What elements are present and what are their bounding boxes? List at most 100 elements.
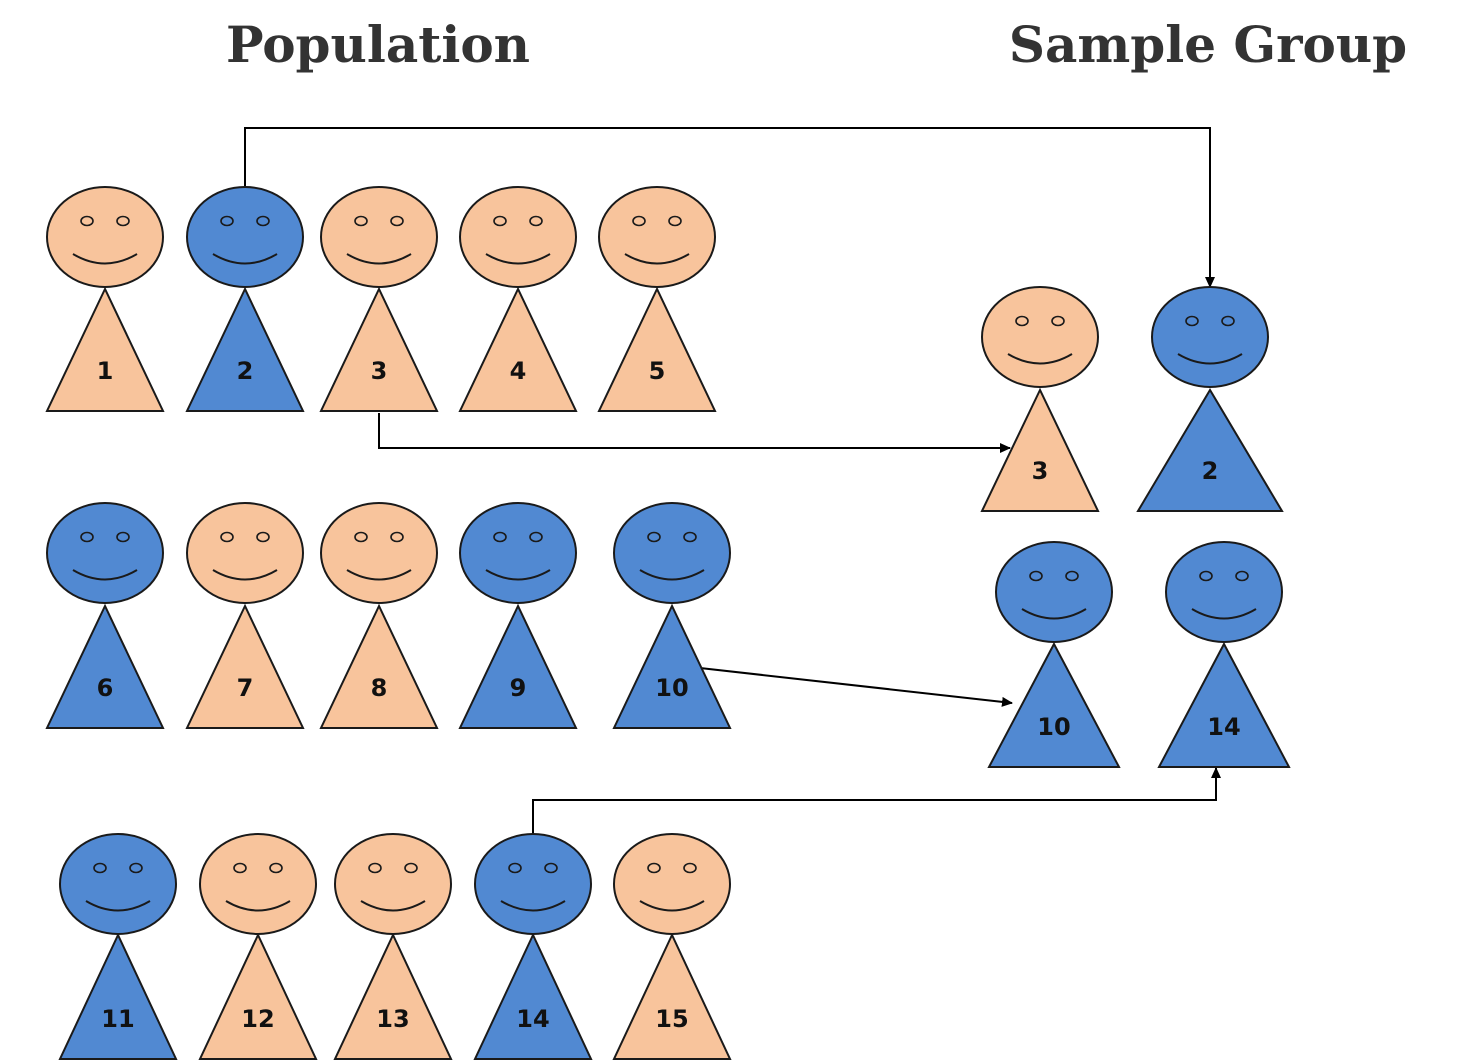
smile bbox=[485, 253, 551, 265]
person-head bbox=[186, 186, 304, 288]
person-figure-sample-2: 2 bbox=[1136, 286, 1284, 512]
person-number: 12 bbox=[241, 1005, 274, 1033]
smile bbox=[1177, 353, 1243, 365]
person-number: 7 bbox=[237, 674, 254, 702]
person-body bbox=[458, 603, 578, 729]
person-body bbox=[597, 286, 717, 412]
left-eye bbox=[508, 862, 522, 874]
person-figure-population-11: 11 bbox=[58, 833, 178, 1060]
person-body bbox=[333, 932, 453, 1060]
smile bbox=[639, 900, 705, 912]
left-eye bbox=[354, 531, 368, 543]
person-figure-sample-14: 14 bbox=[1157, 541, 1291, 768]
person-figure-population-1: 1 bbox=[45, 186, 165, 412]
person-number: 9 bbox=[510, 674, 527, 702]
right-eye bbox=[1065, 570, 1079, 582]
person-figure-population-15: 15 bbox=[612, 833, 732, 1060]
left-eye bbox=[647, 862, 661, 874]
person-body bbox=[185, 286, 305, 412]
person-number: 5 bbox=[649, 357, 666, 385]
person-figure-population-3: 3 bbox=[319, 186, 439, 412]
person-figure-population-5: 5 bbox=[597, 186, 717, 412]
person-head bbox=[613, 833, 731, 935]
person-figure-population-7: 7 bbox=[185, 502, 305, 729]
population-title: Population bbox=[226, 15, 530, 74]
right-eye bbox=[390, 531, 404, 543]
person-body bbox=[45, 603, 165, 729]
person-body bbox=[1136, 388, 1284, 512]
person-figure-sample-3: 3 bbox=[980, 286, 1100, 512]
smile bbox=[225, 900, 291, 912]
person-head bbox=[474, 833, 592, 935]
left-eye bbox=[93, 862, 107, 874]
person-figure-population-10: 10 bbox=[612, 502, 732, 729]
person-number: 15 bbox=[655, 1005, 688, 1033]
person-head bbox=[334, 833, 452, 935]
person-head bbox=[320, 186, 438, 288]
left-eye bbox=[1185, 315, 1199, 327]
person-head bbox=[1165, 541, 1283, 643]
right-eye bbox=[683, 531, 697, 543]
person-head bbox=[459, 186, 577, 288]
right-eye bbox=[256, 215, 270, 227]
smile bbox=[500, 900, 566, 912]
left-eye bbox=[220, 531, 234, 543]
smile bbox=[346, 253, 412, 265]
person-head bbox=[1151, 286, 1269, 388]
smile bbox=[485, 569, 551, 581]
person-number: 3 bbox=[371, 357, 388, 385]
person-number: 3 bbox=[1032, 457, 1049, 485]
right-eye bbox=[116, 215, 130, 227]
person-number: 4 bbox=[510, 357, 527, 385]
left-eye bbox=[1015, 315, 1029, 327]
person-number: 10 bbox=[1037, 713, 1070, 741]
right-eye bbox=[404, 862, 418, 874]
right-eye bbox=[544, 862, 558, 874]
person-head bbox=[320, 502, 438, 604]
left-eye bbox=[632, 215, 646, 227]
right-eye bbox=[390, 215, 404, 227]
person-body bbox=[319, 603, 439, 729]
left-eye bbox=[493, 531, 507, 543]
person-body bbox=[185, 603, 305, 729]
sample-group: 3 2 10 14 bbox=[980, 286, 1291, 768]
right-eye bbox=[269, 862, 283, 874]
smile bbox=[212, 569, 278, 581]
person-body bbox=[45, 286, 165, 412]
person-figure-population-6: 6 bbox=[45, 502, 165, 729]
right-eye bbox=[529, 531, 543, 543]
selection-arrow-2 bbox=[244, 127, 1215, 288]
left-eye bbox=[368, 862, 382, 874]
smile bbox=[212, 253, 278, 265]
person-figure-sample-10: 10 bbox=[987, 541, 1121, 768]
person-number: 14 bbox=[516, 1005, 549, 1033]
left-eye bbox=[220, 215, 234, 227]
right-eye bbox=[116, 531, 130, 543]
person-figure-population-13: 13 bbox=[333, 833, 453, 1060]
right-eye bbox=[683, 862, 697, 874]
smile bbox=[72, 253, 138, 265]
person-body bbox=[319, 286, 439, 412]
person-number: 2 bbox=[1202, 457, 1219, 485]
person-number: 8 bbox=[371, 674, 388, 702]
person-figure-population-2: 2 bbox=[185, 186, 305, 412]
right-eye bbox=[1235, 570, 1249, 582]
person-number: 14 bbox=[1207, 713, 1240, 741]
person-head bbox=[46, 186, 164, 288]
left-eye bbox=[80, 531, 94, 543]
right-eye bbox=[1051, 315, 1065, 327]
person-body bbox=[58, 932, 178, 1060]
person-figure-population-8: 8 bbox=[319, 502, 439, 729]
person-body bbox=[473, 932, 593, 1060]
left-eye bbox=[1199, 570, 1213, 582]
person-figure-population-4: 4 bbox=[458, 186, 578, 412]
smile bbox=[72, 569, 138, 581]
person-head bbox=[598, 186, 716, 288]
smile bbox=[85, 900, 151, 912]
right-eye bbox=[129, 862, 143, 874]
person-body bbox=[458, 286, 578, 412]
smile bbox=[1007, 353, 1073, 365]
person-body bbox=[987, 641, 1121, 768]
sample-group-title: Sample Group bbox=[1009, 15, 1407, 74]
smile bbox=[346, 569, 412, 581]
